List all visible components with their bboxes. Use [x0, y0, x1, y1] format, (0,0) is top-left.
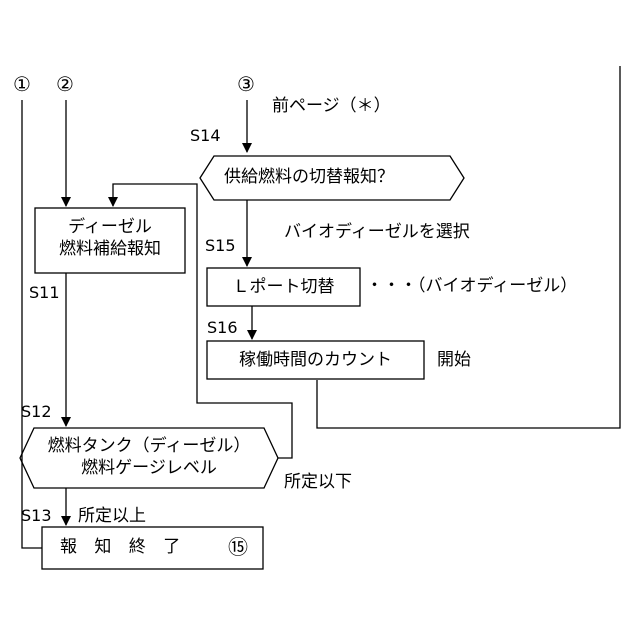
l-port-switch-text: Ｌポート切替 [207, 279, 360, 296]
step-s15: S15 [205, 238, 236, 254]
above-threshold-label: 所定以上 [78, 508, 146, 525]
step-s12: S12 [21, 404, 52, 420]
start-label: 開始 [437, 352, 471, 369]
step-s14: S14 [190, 128, 221, 144]
select-biodiesel-label: バイオディーゼルを選択 [284, 224, 470, 241]
step-s13: S13 [21, 508, 52, 524]
connector-15: ⑮ [228, 537, 248, 557]
connector-2: ② [56, 74, 74, 94]
fuel-switch-question: 供給燃料の切替報知？ [224, 169, 394, 186]
step-s16: S16 [207, 320, 238, 336]
operating-time-text: 稼働時間のカウント [207, 352, 424, 369]
connector-3: ③ [237, 74, 255, 94]
right-frame-line [317, 66, 620, 428]
connector-1: ① [13, 74, 31, 94]
notice-end-text: 報 知 終 了 [60, 539, 186, 556]
l-port-note: ・・・（バイオディーゼル） [366, 278, 577, 295]
below-threshold-label: 所定以下 [284, 474, 352, 491]
prev-page-label: 前ページ（＊） [272, 98, 391, 115]
diesel-refuel-notice-line1: ディーゼル [40, 219, 180, 236]
step-s11: S11 [29, 285, 60, 301]
fuel-tank-line2: 燃料ゲージレベル [34, 460, 264, 477]
diesel-refuel-notice-line2: 燃料補給報知 [40, 241, 180, 258]
connector-1-line [22, 100, 42, 548]
fuel-tank-line1: 燃料タンク（ディーゼル） [34, 438, 264, 455]
